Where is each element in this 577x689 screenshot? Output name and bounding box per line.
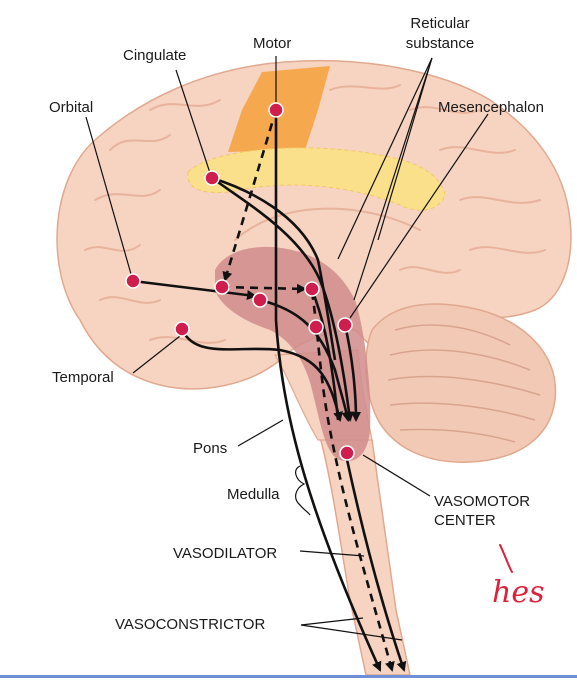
vasodilator-pathways <box>221 109 395 672</box>
label-mesencephalon: Mesencephalon <box>438 99 544 116</box>
handwritten-annotation <box>499 544 513 573</box>
bottom-rule <box>0 675 577 678</box>
cingulate-band <box>187 147 446 211</box>
reticular-node-4 <box>308 319 324 335</box>
vasoconstrictor-pathways <box>132 110 407 672</box>
cingulate-node <box>204 170 220 186</box>
label-vasodilator: VASODILATOR <box>173 545 278 562</box>
label-temporal: Temporal <box>52 369 114 386</box>
cerebellum-folia <box>387 324 541 443</box>
label-vasomotor-line2: CENTER <box>434 512 496 529</box>
label-vasomotor-line1: VASOMOTOR <box>434 493 531 510</box>
vasomotor-center-node <box>339 445 355 461</box>
label-reticular-line2: substance <box>405 35 475 52</box>
label-pons: Pons <box>193 440 228 457</box>
motor-node <box>268 102 284 118</box>
mesencephalon-node <box>337 317 353 333</box>
pathway-nodes <box>125 102 355 461</box>
label-medulla: Medulla <box>227 486 280 503</box>
leader-lines <box>85 56 489 641</box>
reticular-node-2 <box>252 292 268 308</box>
handwritten-note: hes <box>492 575 545 610</box>
label-orbital: Orbital <box>49 99 94 116</box>
temporal-node <box>174 321 190 337</box>
label-motor: Motor <box>253 35 292 52</box>
reticular-node-1 <box>214 279 230 295</box>
orbital-node <box>125 273 141 289</box>
label-reticular-line1: Reticular <box>410 15 470 32</box>
label-vasoconstrictor: VASOCONSTRICTOR <box>115 616 266 633</box>
sulci <box>84 84 546 344</box>
reticular-node-3 <box>304 281 320 297</box>
label-cingulate: Cingulate <box>123 47 187 64</box>
